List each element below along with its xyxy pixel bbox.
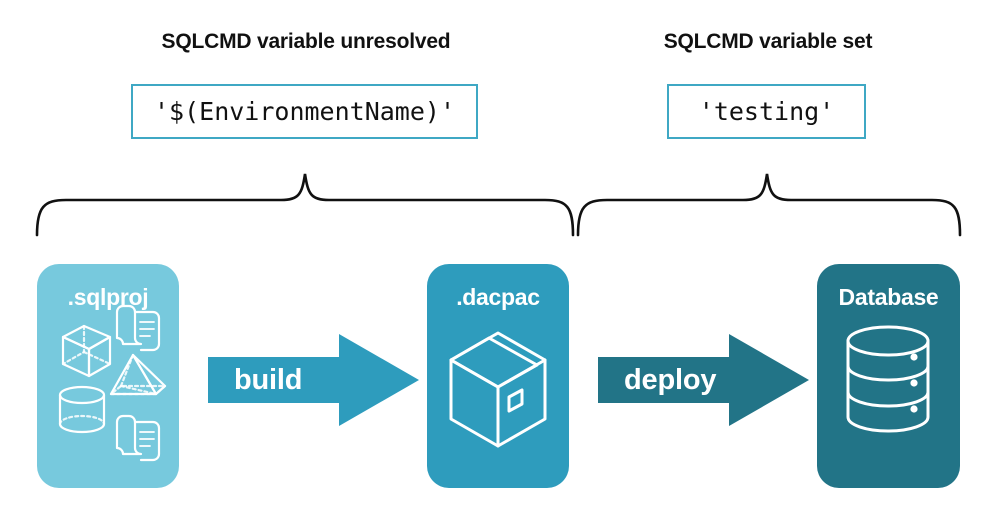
code-box-unresolved: '$(EnvironmentName)' — [131, 84, 478, 139]
section-title-set: SQLCMD variable set — [663, 30, 873, 53]
arrow-deploy: deploy — [598, 332, 809, 428]
arrow-label-deploy: deploy — [624, 363, 717, 396]
brace-left — [35, 173, 575, 237]
database-cylinder-icon — [846, 325, 930, 433]
card-label-database: Database — [838, 284, 939, 310]
code-box-set: 'testing' — [667, 84, 866, 139]
arrow-build: build — [208, 332, 419, 428]
brace-right — [576, 173, 962, 237]
package-box-icon — [449, 331, 547, 448]
arrow-shape — [598, 334, 809, 426]
section-title-unresolved: SQLCMD variable unresolved — [161, 30, 451, 53]
card-label-sqlproj: .sqlproj — [67, 284, 149, 310]
arrow-label-build: build — [234, 363, 303, 396]
card-label-dacpac: .dacpac — [456, 284, 540, 310]
card-database: Database — [817, 264, 960, 488]
card-sqlproj: .sqlproj — [37, 264, 179, 488]
arrow-shape — [208, 334, 419, 426]
project-shapes-icon — [58, 304, 167, 462]
card-dacpac: .dacpac — [427, 264, 569, 488]
